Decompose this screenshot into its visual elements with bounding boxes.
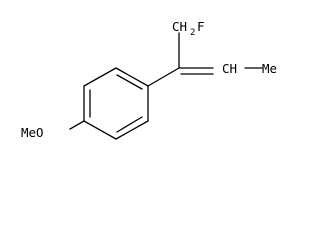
ch2-subscript: 2 [190, 28, 195, 38]
ring-bond [115, 67, 149, 87]
alkene-ch-label: CH [222, 61, 237, 76]
ring-double-bond-inner [116, 74, 143, 90]
aryl-alkene-bond [147, 67, 180, 87]
ring-double-bond-inner [116, 116, 143, 133]
methyl-label: Me [262, 61, 277, 76]
structure-canvas: CH 2 F CH Me MeO [21, 19, 277, 140]
methoxy-label: MeO [21, 125, 44, 140]
methoxy-bond [69, 120, 85, 130]
chemical-structure-diagram: CH 2 F CH Me MeO [21, 19, 277, 140]
ring-bond [83, 67, 117, 87]
benzene-ring [83, 67, 149, 140]
ch2-label: CH [172, 19, 187, 34]
fluorine-label: F [197, 19, 205, 34]
ring-bond [83, 120, 117, 140]
ring-bond [115, 120, 149, 140]
